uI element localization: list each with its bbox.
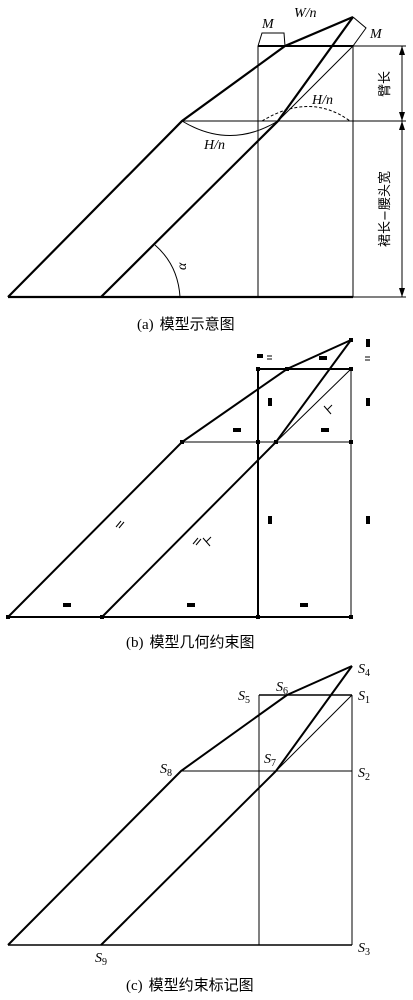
b-vertex-markers: [6, 338, 353, 619]
b-vertex: [349, 440, 353, 444]
point-label-s9: S9: [95, 951, 107, 968]
horizontal-constraint-icon: [319, 356, 327, 360]
caption-a-letter: (a): [137, 317, 154, 333]
b-constraint-glyphs: [63, 339, 370, 607]
b-vertex: [256, 440, 260, 444]
c-outer-slant-edge: [7, 665, 353, 946]
caption-a-text: 模型示意图: [160, 315, 235, 333]
b-vertex: [349, 367, 353, 371]
label-h-over-n-left: H/n: [203, 138, 225, 153]
perpendicular-constraint-icon: [205, 536, 212, 543]
label-m-right: M: [369, 27, 383, 42]
panel-a-model-schematic: M W/n M H/n H/n α 臂长 裙长−腰头宽 (a) 模型示意图: [7, 6, 406, 333]
b-vertex: [256, 367, 260, 371]
parallel-constraint-icon: [192, 537, 199, 545]
horizontal-constraint-icon: [63, 603, 71, 607]
label-skirt-minus-waist: 裙长−腰头宽: [377, 171, 393, 247]
horizontal-constraint-icon: [257, 354, 263, 358]
label-alpha: α: [175, 262, 190, 270]
caption-a: (a) 模型示意图: [137, 315, 235, 333]
b-vertex: [285, 367, 289, 371]
point-label-s5: S5: [238, 689, 250, 706]
outer-slant-edge: [7, 15, 354, 298]
caption-c-text: 模型约束标记图: [149, 976, 254, 994]
vertical-constraint-icon: [366, 339, 370, 347]
c-top-thin-diagonal: [275, 694, 353, 772]
panel-b-geometric-constraints: (b) 模型几何约束图: [6, 338, 370, 651]
horizontal-constraint-icon: [187, 603, 195, 607]
b-outer-slant-edge: [7, 339, 352, 618]
vertical-constraint-icon: [366, 516, 370, 524]
perpendicular-constraint-icon: [326, 404, 333, 411]
arc-left: [181, 120, 279, 136]
panel-c-constraint-labels: S4 S6 S5 S1 S8 S7 S2 S9 S3 (c) 模型约束标记图: [7, 662, 370, 994]
dim-arrow-mid-up: [399, 112, 405, 121]
point-label-s7: S7: [264, 752, 276, 769]
b-vertex: [274, 440, 278, 444]
parallel-constraint-icon: [115, 520, 122, 528]
m-right-bracket: [352, 16, 367, 47]
label-arm-length: 臂长: [378, 71, 393, 97]
b-inner-slant-edge: [101, 339, 352, 618]
caption-c: (c) 模型约束标记图: [126, 976, 254, 994]
b-vertex: [349, 338, 353, 342]
vertical-constraint-icon: [268, 398, 272, 406]
parallel-constraint-icon: [118, 521, 125, 529]
caption-b-text: 模型几何约束图: [150, 633, 255, 651]
parallel-constraint-icon: [195, 538, 202, 546]
vertical-constraint-icon: [268, 516, 272, 524]
dim-arrow-bottom: [399, 288, 405, 297]
point-label-s2: S2: [358, 766, 370, 783]
b-top-thin-diagonal: [275, 368, 352, 443]
caption-c-letter: (c): [126, 978, 143, 994]
point-label-s1: S1: [358, 689, 370, 706]
b-vertex: [256, 615, 260, 619]
top-thin-diagonal: [277, 45, 354, 122]
horizontal-constraint-icon: [321, 428, 329, 432]
point-label-s8: S8: [160, 762, 172, 779]
horizontal-constraint-icon: [300, 603, 308, 607]
vertical-constraint-icon: [366, 398, 370, 406]
label-w-over-n: W/n: [294, 6, 317, 21]
point-label-s3: S3: [358, 941, 370, 958]
b-vertex: [349, 615, 353, 619]
b-equal-constraint-glyphs: [115, 355, 370, 547]
caption-b-letter: (b): [126, 635, 144, 651]
arc-right-dashed: [261, 106, 351, 122]
alpha-arc: [154, 244, 181, 298]
point-label-s6: S6: [276, 680, 288, 697]
horizontal-constraint-icon: [233, 428, 241, 432]
label-m-left: M: [261, 17, 275, 32]
dim-arrow-top: [399, 46, 405, 55]
c-inner-slant-edge: [100, 665, 353, 946]
caption-b: (b) 模型几何约束图: [126, 633, 255, 651]
b-vertex: [180, 440, 184, 444]
b-vertex: [6, 615, 10, 619]
inner-slant-edge: [100, 16, 354, 298]
dim-arrow-mid-down: [399, 121, 405, 130]
b-vertex: [100, 615, 104, 619]
m-left-bracket: [257, 32, 286, 47]
point-label-s4: S4: [358, 662, 370, 679]
label-h-over-n-right: H/n: [311, 93, 333, 108]
